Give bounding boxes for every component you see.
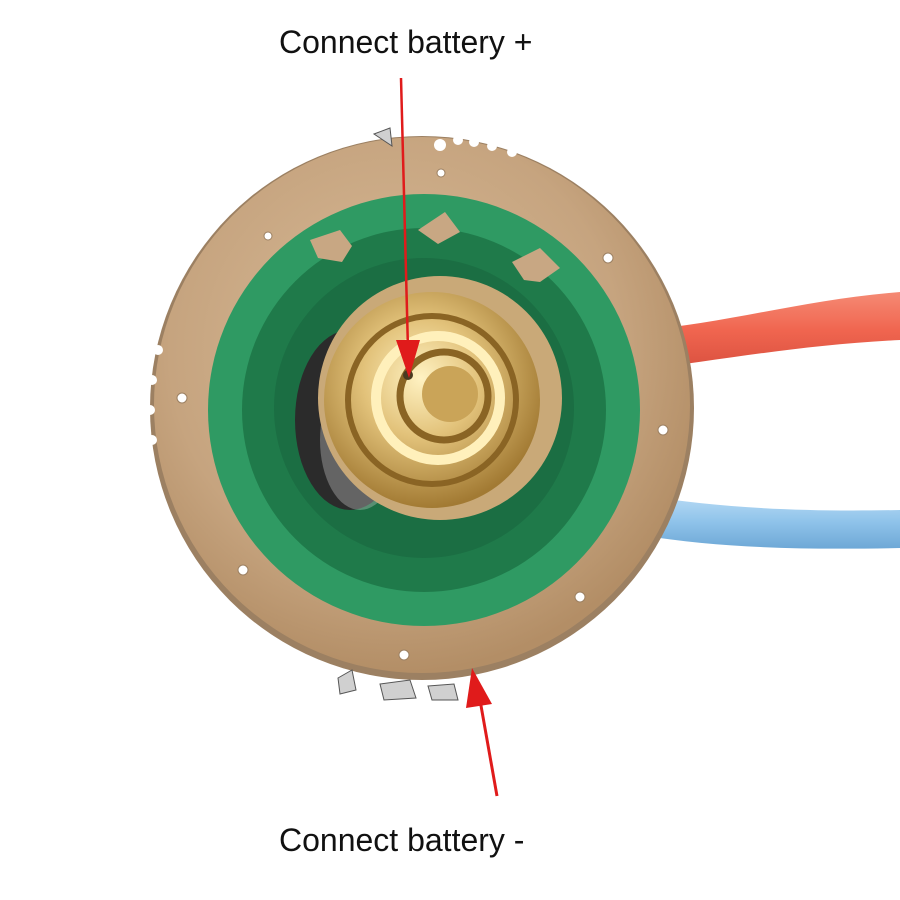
gold-pads (310, 212, 560, 282)
label-connect-battery-positive: Connect battery + (279, 24, 533, 60)
label-connect-battery-negative: Connect battery - (279, 822, 525, 858)
arrow-positive (396, 77, 420, 378)
board-holes (176, 168, 669, 661)
battery-spring (318, 276, 562, 520)
red-wire (640, 292, 900, 370)
arrow-negative (466, 668, 499, 797)
blue-wire (640, 495, 900, 549)
board-notches (145, 135, 517, 445)
solder-points (337, 127, 459, 701)
